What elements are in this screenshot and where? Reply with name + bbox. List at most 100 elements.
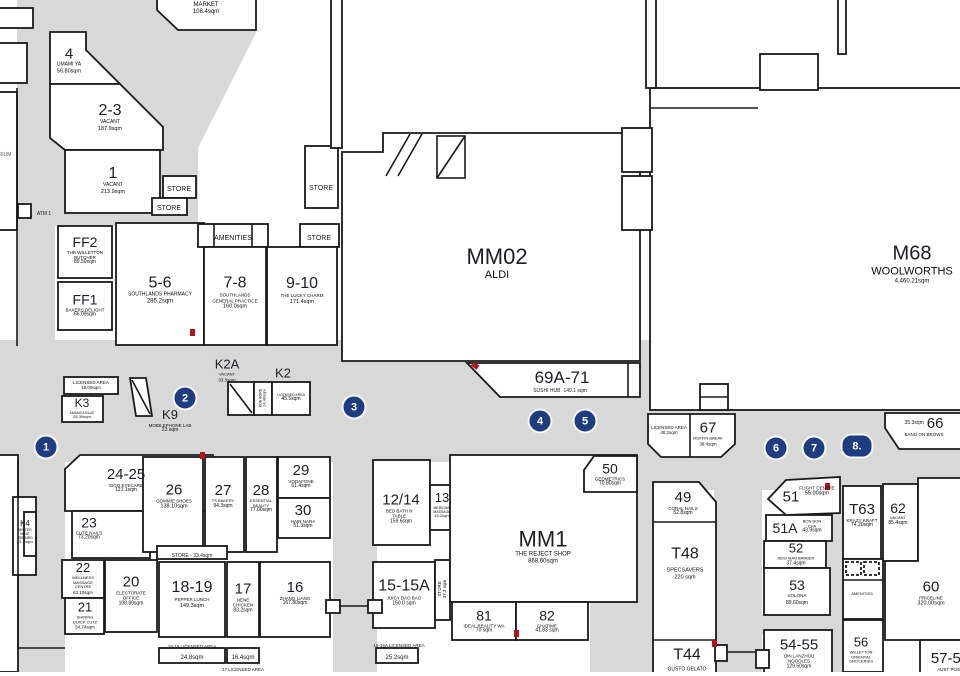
unit-22-shape (61, 559, 105, 599)
unit-market-label: MARKET 108.4sqm (192, 2, 220, 15)
store-b-label: STORE (157, 204, 181, 212)
unit-mm02-label: MM02 ALDI (466, 244, 528, 282)
unit-1-shape (64, 149, 161, 214)
unit-9-10-label: 9-10 THE LUCKY CHARM 171.4sqm (280, 275, 324, 305)
unit-15-15a-label: 15-15A JUICY BAO BAO 150.0 sqm (378, 577, 430, 606)
unit-k3-label: K3 JAMAICA BLUE 25.30sqm (69, 395, 95, 419)
store-b-shape (151, 197, 188, 216)
m68-notch-shape (759, 53, 819, 91)
m68-room1-shape (621, 127, 653, 173)
unit-4-shape (49, 31, 123, 85)
unit-2-3-label: 2-3 VACANT 187.9sqm (97, 101, 123, 132)
unit-28-label: 28 ESSENTIAL BEAUTY 77.00sqm (249, 481, 272, 514)
unit-52-label: 52 NEW MAN BARBER 37.4sqm (777, 540, 815, 566)
unit-12-14-label: 12/14 BED BATH N TABLE 159.6sqm (382, 491, 420, 524)
unit-ff1-label: FF1 BAKERS DELIGHT 66.09sqm (65, 291, 105, 318)
unit-69a-71-shape (464, 362, 641, 398)
amenities-top-label: AMENITIES (214, 234, 252, 242)
unit-22-label: 22 WELLNESS MASSAGE CENTRE 63.10sqm (72, 560, 94, 595)
amenity-stall-2 (863, 561, 880, 576)
unit-18-19-label: 18-19 PEPPER LUNCH 149.3sqm (171, 579, 213, 609)
mm02-west-wall (330, 0, 343, 149)
licensed-15-box (375, 647, 419, 664)
unit-30-label: 30 HAIR NARA 51.3sqm (290, 501, 316, 530)
unit-53-shape (763, 567, 831, 616)
unit-51-shape (766, 476, 841, 516)
unit-27-label: 27 TS BAKERY 94.3sqm (211, 482, 235, 510)
atm-label: ATM 1 (36, 210, 52, 217)
unit-52-shape (763, 540, 827, 569)
store-c-label: STORE (307, 234, 331, 242)
cut-label-rium: RIUM (0, 151, 12, 158)
unit-60-label: 60 PRICELINE 320.00sqm (917, 578, 945, 608)
unit-24-25-label: 24-25 SIGO EYECARE 121.1sqm (106, 465, 146, 494)
map-marker-6: 6 (763, 435, 789, 461)
unit-54-55-label: 54-55 QIN LANZHOU NOODLES 129.50sqm (779, 636, 819, 669)
unit-69a-71-num: 69A-71 (534, 368, 590, 388)
unit-17-label: 17 NENE CHICKEN 83.2sqm (232, 580, 254, 613)
unit-82-label: 82 CHATIME 41.83 sqm (535, 607, 559, 634)
unit-16-shape (259, 561, 331, 638)
unit-9-10-shape (266, 246, 338, 346)
licensed-17-area: 16.4sqm (231, 654, 255, 661)
licensed-18-19-area: 24.8sqm (180, 654, 204, 661)
atm-shape (17, 203, 32, 219)
unit-51-num: 51 (782, 488, 800, 506)
unit-23-label: 23 CUTE NAILS 73.20sqm (75, 514, 103, 541)
unit-k2-strip-label: BON BORD 24.40sqm (258, 388, 267, 408)
store-strip-label: STORE - 33.4sqm (171, 552, 213, 559)
unit-ff2-shape (57, 225, 113, 279)
m68-room2-shape (621, 175, 653, 231)
m68-wall-up (645, 0, 657, 89)
m68-wall-up2 (837, 0, 847, 55)
unit-market-shape (156, 0, 257, 31)
unit-62-label: 62 VACANT 85.4sqm (888, 499, 908, 526)
unit-57-58-shape (919, 639, 960, 672)
unit-k2a-label: K2A VACANT 33.3sqm (214, 356, 240, 383)
map-marker-4: 4 (527, 408, 553, 434)
unit-60-shape (884, 477, 960, 641)
unit-m68-shape (649, 87, 960, 411)
unit-18-19-shape (158, 561, 226, 638)
unit-51-sub: FLIGHT CENTRE 55.00sqm (799, 485, 835, 497)
unit-k4-inner (23, 511, 37, 557)
unit-t44-label: T44 GUSTO GELATO (667, 646, 707, 673)
unit-mm1-label: MM1 THE REJECT SHOP 868.60sqm (515, 526, 571, 565)
store-strip-shape (156, 545, 228, 560)
unit-partial-topleft-shape (0, 7, 34, 29)
door-corridor-2 (755, 649, 770, 669)
unit-k4-label: K4 MISTER MINIT REPAIRS 21.7sqm (17, 519, 33, 545)
unit-29-label: 29 VODAFONE 61.4sqm (288, 461, 314, 490)
unit-15-15a-shape (372, 561, 436, 629)
unit-50-shape (583, 455, 638, 493)
unit-51a-num: 51A (772, 519, 798, 536)
unit-k3-shape (61, 395, 104, 423)
unit-67-shape (647, 413, 736, 458)
unit-51a-sub: BON BON CHA 43.9sqm (802, 518, 822, 534)
unit-81-label: 81 IDEAL REALITY WA 70 sqm (463, 607, 505, 634)
store-d-shape (304, 145, 339, 209)
licensed-15-title: 15-15A LICENSED AREA (373, 642, 425, 648)
unit-53-label: 53 VOLONA 89.60sqm (786, 576, 808, 607)
licensed-k3-shape (63, 376, 119, 395)
licensed-18-19-box (158, 647, 226, 664)
unit-21-label: 21 SHINING QUICK CUTZ 54.74sqm (72, 599, 98, 630)
unit-49-label: 49 CORAL NAILS 52.8sqm (668, 488, 698, 517)
unit-51a-shape (765, 514, 833, 542)
unit-t48-label: T48 SPECSAVERS 220 sqm (666, 545, 704, 581)
store-d-label: STORE (309, 184, 333, 192)
map-marker-1: 1 (33, 434, 59, 460)
unit-partial-topleft2-shape (0, 42, 28, 84)
unit-k2-num: K2 (275, 365, 291, 381)
licensed-67-label: LICENSED AREA 40.2sqm (651, 424, 687, 435)
unit-62-shape (882, 483, 919, 562)
unit-ff2-label: FF2 THE WILLETTON BUTCHER 89.50sqm (67, 233, 103, 266)
unit-50-label: 50 GEOMETRICS 70.80sqm (594, 460, 626, 487)
unit-16-label: 16 ZHANG LIANG 167.80sqm (279, 578, 311, 607)
unit-m68-label: M68 WOOLWORTHS 4,460.21sqm (871, 242, 953, 285)
unit-17-shape (226, 561, 260, 638)
unit-49-t48-t44-shape (652, 481, 717, 672)
